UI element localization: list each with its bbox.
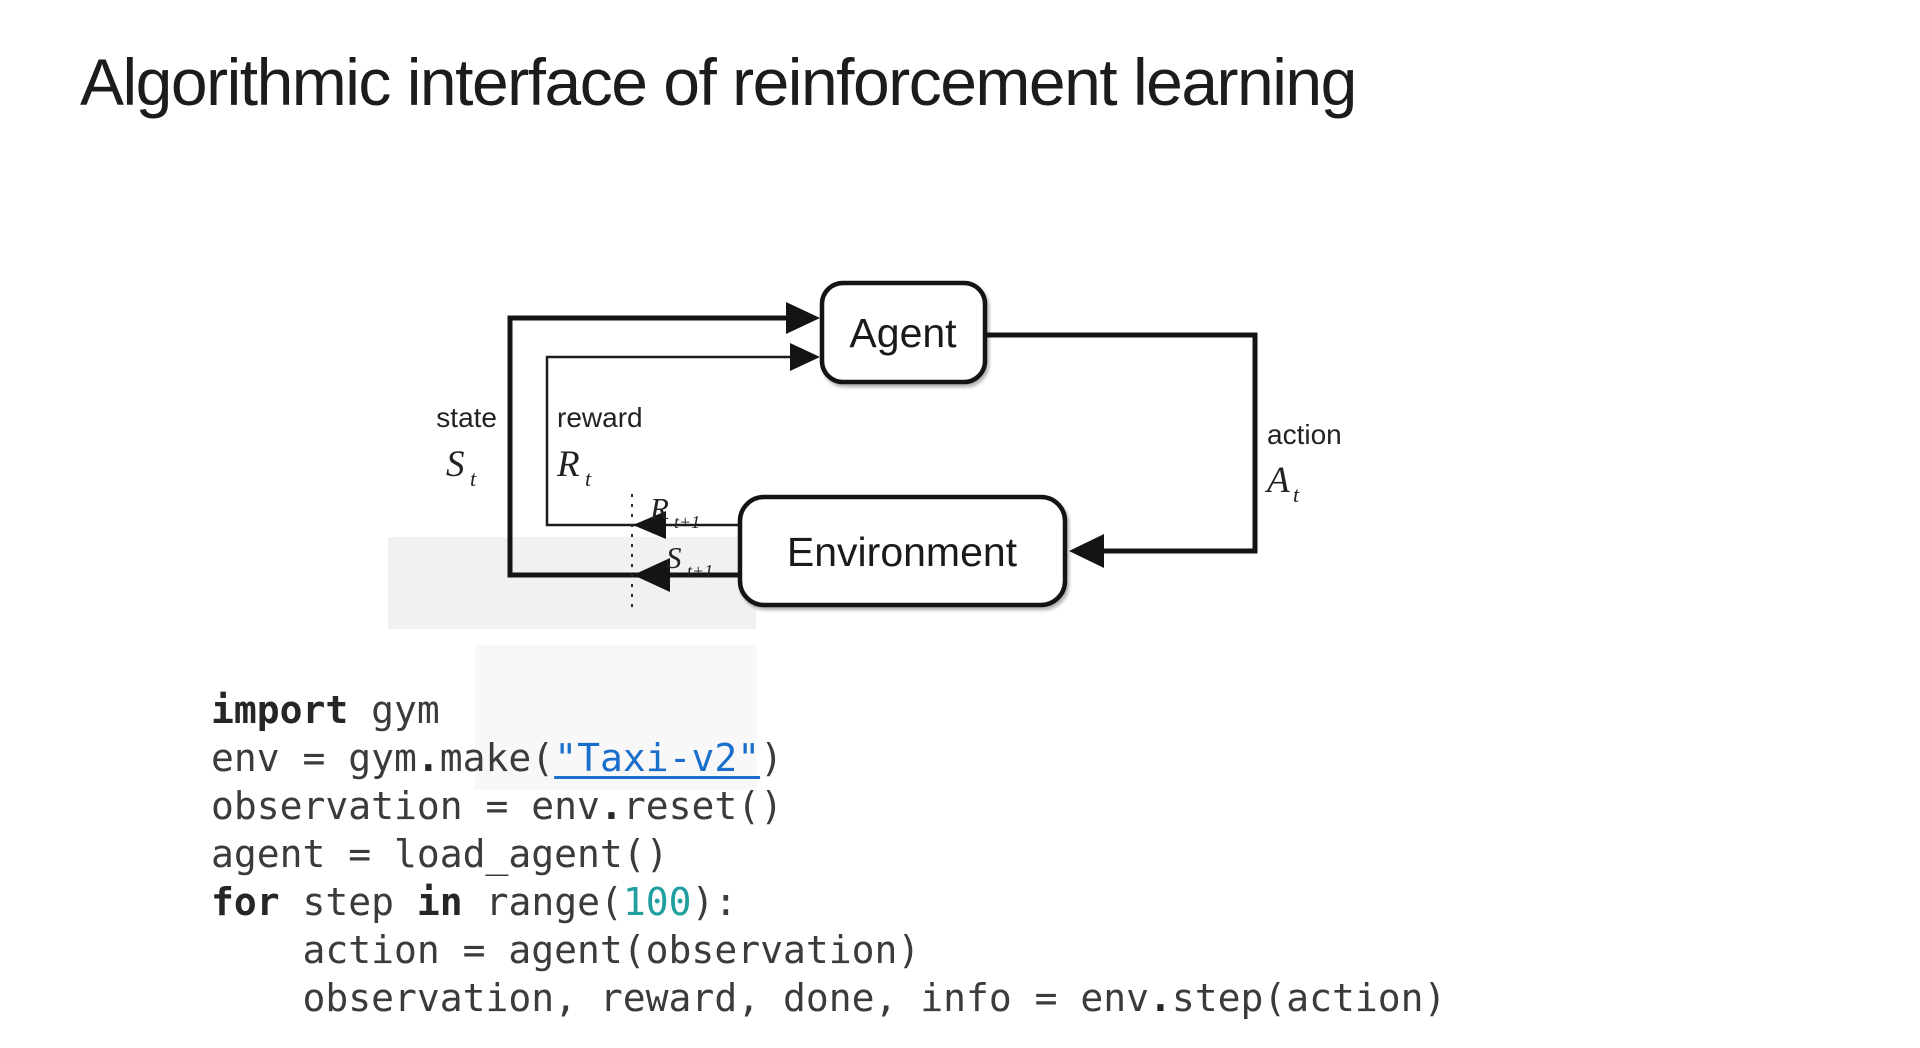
- action-loop-line: [985, 332, 1258, 554]
- code-token-pl: env = gym: [211, 736, 417, 780]
- code-line: import gym: [211, 686, 1446, 734]
- next-state-subscript: t+1: [687, 561, 713, 581]
- reward-arrowhead-icon: [790, 343, 820, 371]
- code-token-num: 100: [622, 880, 692, 924]
- reward-symbol: R: [556, 444, 580, 485]
- reward-label: reward: [557, 402, 643, 433]
- action-symbol: A: [1264, 460, 1290, 501]
- code-token-pl: action = agent(observation): [211, 928, 921, 972]
- code-line: observation = env.reset(): [211, 782, 1446, 830]
- code-token-kw: for: [211, 880, 280, 924]
- state-label: state: [436, 402, 497, 433]
- code-token-pl: range(: [462, 880, 623, 924]
- code-token-pl: ):: [691, 880, 738, 924]
- code-token-pl: step(action): [1171, 976, 1447, 1020]
- state-symbol: S: [446, 444, 465, 485]
- code-line: for step in range(100):: [211, 878, 1446, 926]
- environment-box: [737, 494, 1068, 608]
- code-token-pl: gym: [348, 688, 440, 732]
- next-reward-arrowhead-icon: [633, 511, 666, 539]
- next-state-arrowhead-icon: [633, 558, 670, 592]
- background-artifact-rect: [475, 645, 757, 790]
- state-loop-line: [507, 315, 792, 578]
- slide-title: Algorithmic interface of reinforcement l…: [80, 45, 1357, 119]
- code-token-pl: step: [279, 880, 417, 924]
- next-reward-subscript: t+1: [674, 512, 700, 532]
- code-token-pl: observation = env: [211, 784, 600, 828]
- code-token-pl: ): [760, 736, 783, 780]
- agent-box: [819, 280, 988, 385]
- code-token-kw: in: [416, 880, 463, 924]
- code-token-pl: observation, reward, done, info = env: [211, 976, 1150, 1020]
- code-token-op: .: [416, 736, 440, 780]
- state-symbol-subscript: t: [470, 466, 477, 491]
- action-symbol-subscript: t: [1293, 482, 1300, 507]
- reward-symbol-subscript: t: [585, 466, 592, 491]
- code-string-link[interactable]: "Taxi-v2": [554, 736, 761, 780]
- code-token-pl: agent = load_agent(): [211, 832, 669, 876]
- next-state-symbol: S: [666, 540, 682, 575]
- code-line: observation, reward, done, info = env.st…: [211, 974, 1447, 1022]
- code-token-pl: reset(): [622, 784, 783, 828]
- action-arrowhead-icon: [1069, 534, 1104, 568]
- background-artifact-rect: [388, 537, 756, 629]
- code-line: env = gym.make("Taxi-v2"): [211, 734, 1446, 782]
- code-token-op: .: [1149, 976, 1172, 1020]
- code-line: action = agent(observation): [211, 926, 1446, 974]
- environment-box-label: Environment: [787, 529, 1018, 575]
- code-token-op: .: [599, 784, 623, 828]
- code-token-kw: import: [211, 688, 349, 732]
- action-label: action: [1267, 419, 1342, 450]
- code-line: agent = load_agent(): [211, 830, 1446, 878]
- code-token-pl: make(: [439, 736, 555, 780]
- agent-box-label: Agent: [849, 310, 957, 356]
- next-reward-symbol: R: [649, 491, 669, 526]
- state-arrowhead-icon: [786, 302, 820, 334]
